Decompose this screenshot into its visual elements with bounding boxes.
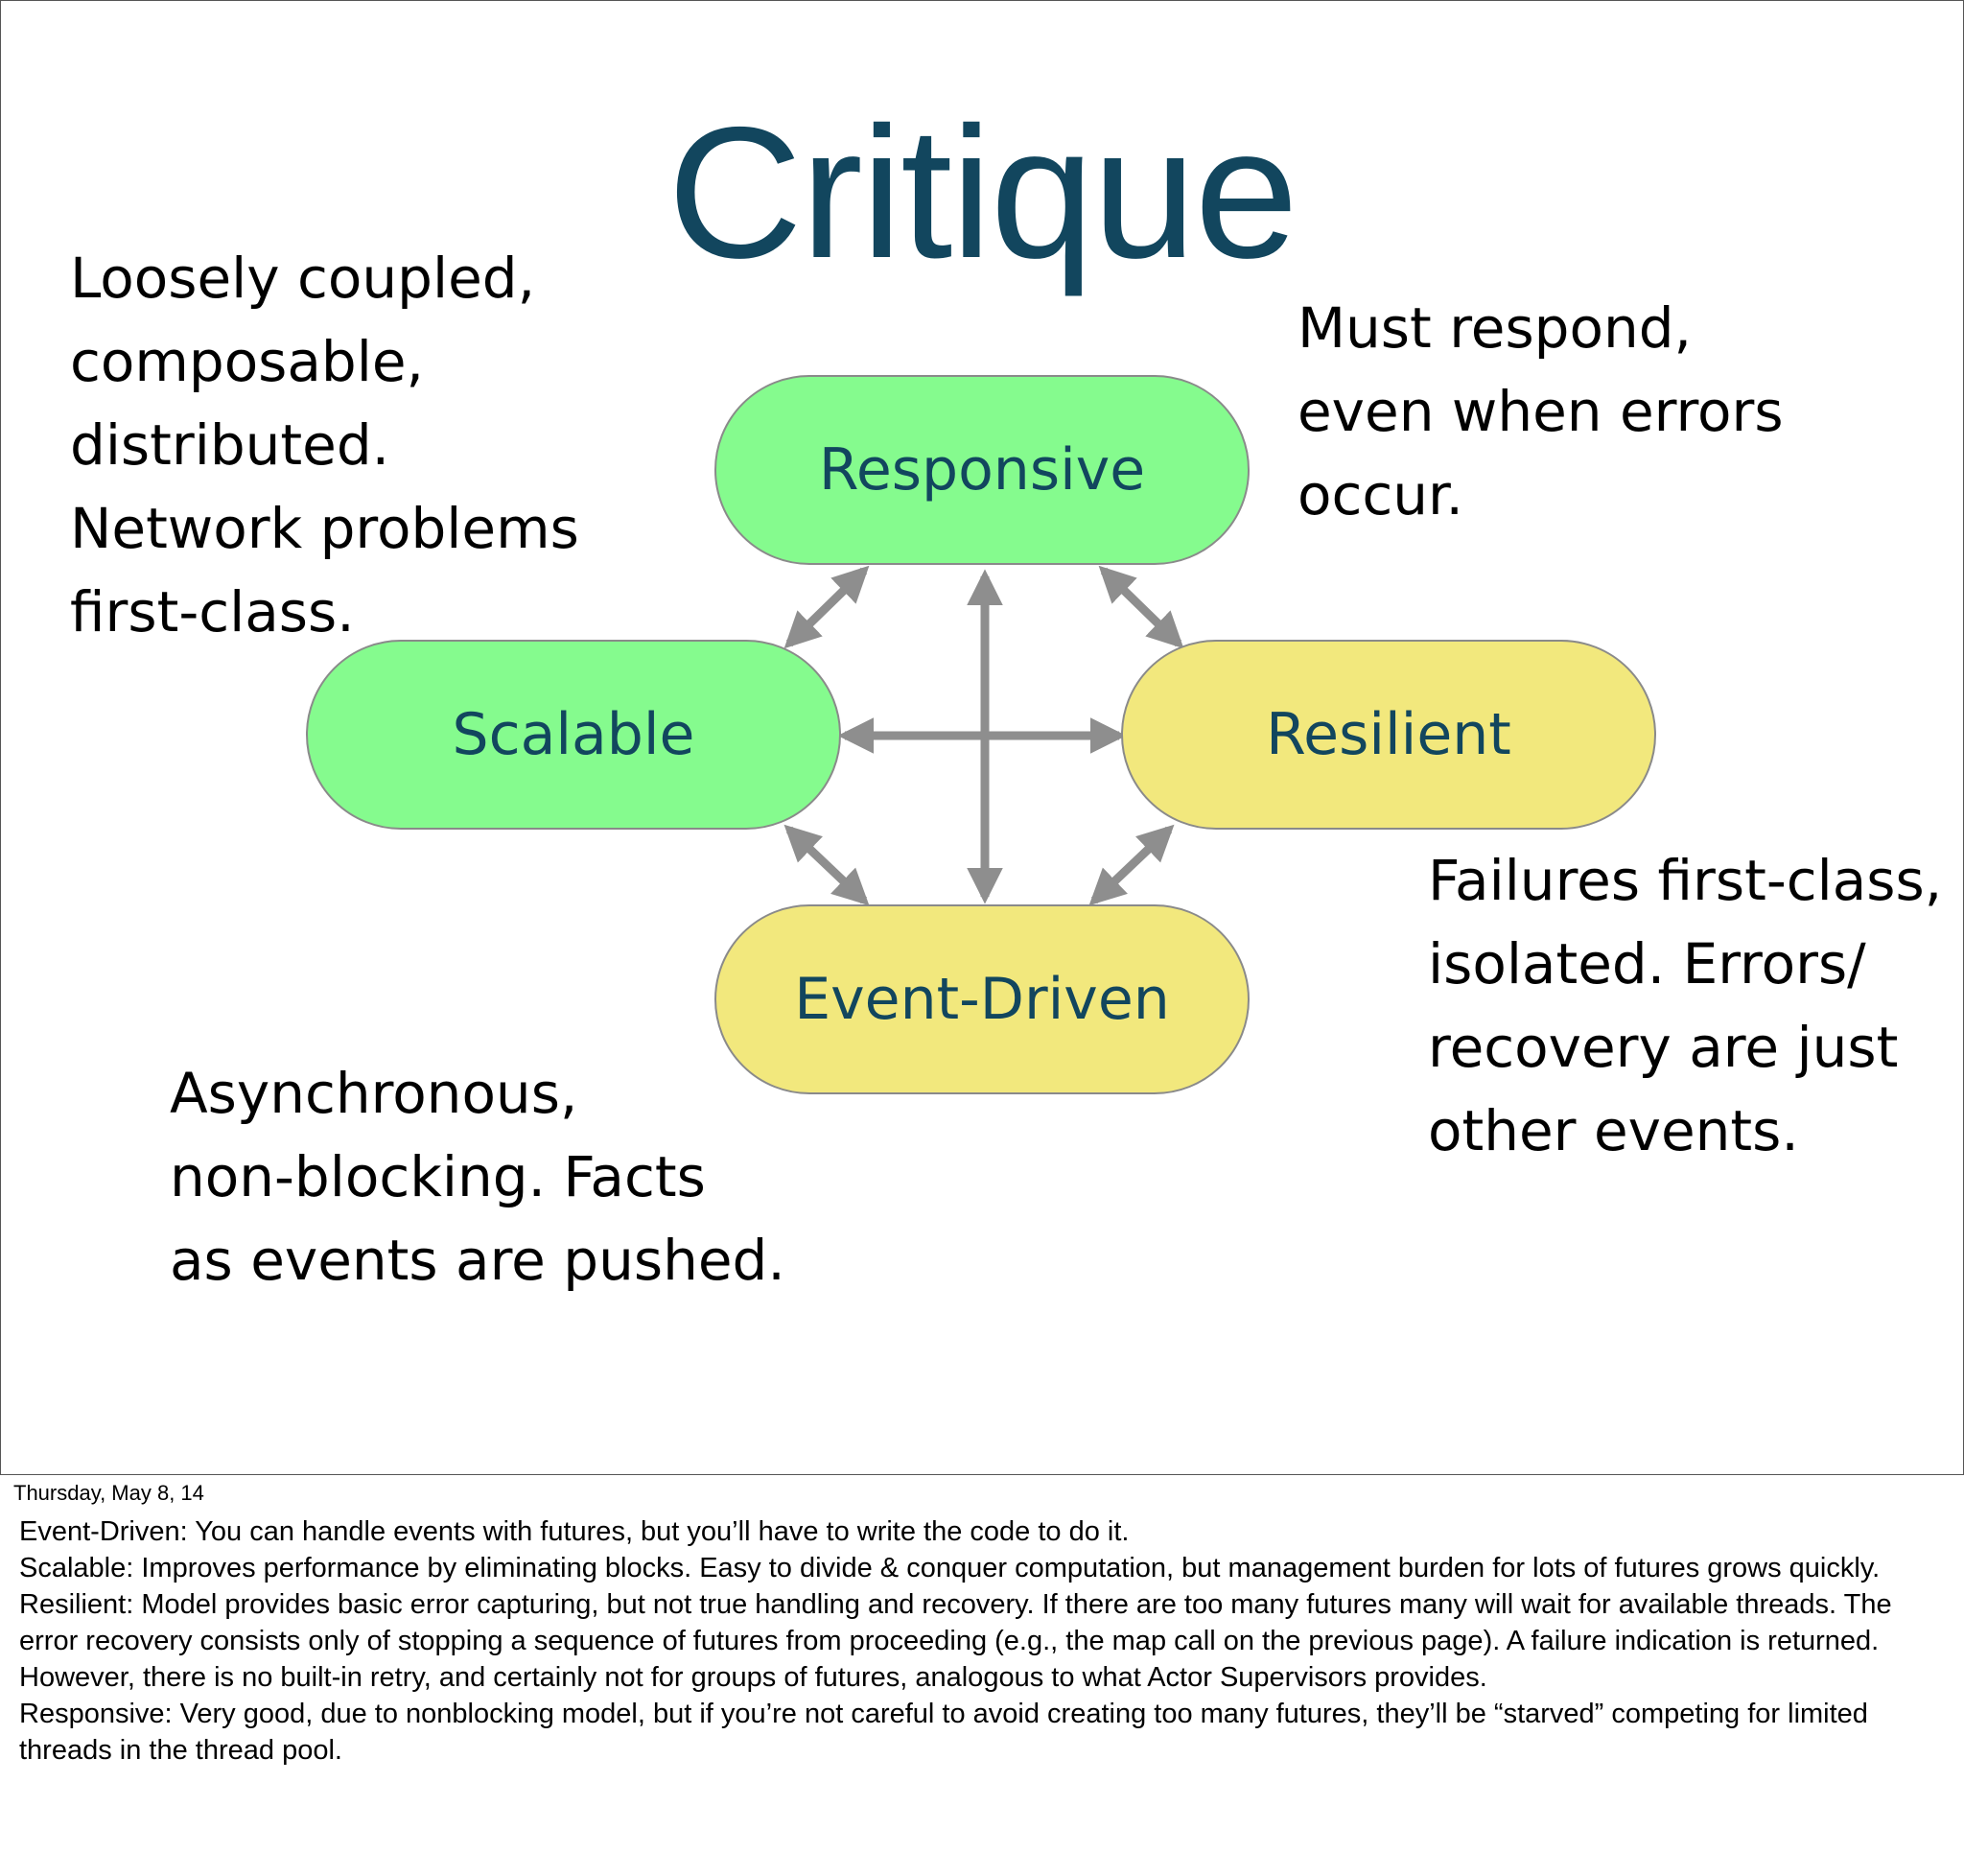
slide: Critique Loosely coupled, composable, di… — [0, 0, 1964, 1475]
node-event-driven-label: Event-Driven — [794, 966, 1170, 1033]
slide-title: Critique — [667, 88, 1298, 297]
node-scalable-label: Scalable — [452, 701, 695, 768]
speaker-notes-panel: Thursday, May 8, 14 Event-Driven: You ca… — [0, 1475, 1964, 1876]
note-paragraph-scalable: Scalable: Improves performance by elimin… — [19, 1553, 1881, 1583]
speaker-notes: Event-Driven: You can handle events with… — [19, 1513, 1947, 1769]
arrow-responsive-resilient — [1098, 565, 1184, 649]
note-bottom-left: Asynchronous, non-blocking. Facts as eve… — [170, 1061, 785, 1293]
arrow-scalable-event-driven — [783, 824, 870, 906]
note-paragraph-resilient: Resilient: Model provides basic error ca… — [19, 1589, 1892, 1693]
note-top-left: Loosely coupled, composable, distributed… — [70, 246, 579, 645]
slide-date: Thursday, May 8, 14 — [13, 1481, 204, 1505]
node-resilient-label: Resilient — [1266, 701, 1511, 768]
node-responsive: Responsive — [714, 375, 1250, 565]
note-bottom-right: Failures first-class, isolated. Errors/ … — [1428, 848, 1943, 1163]
note-top-right: Must respond, even when errors occur. — [1298, 295, 1784, 528]
arrow-responsive-scalable — [783, 565, 870, 649]
note-paragraph-event-driven: Event-Driven: You can handle events with… — [19, 1516, 1130, 1547]
node-scalable: Scalable — [306, 640, 841, 830]
arrow-resilient-event-driven — [1088, 824, 1175, 906]
node-event-driven: Event-Driven — [714, 904, 1250, 1094]
note-paragraph-responsive: Responsive: Very good, due to nonblockin… — [19, 1699, 1868, 1766]
node-responsive-label: Responsive — [818, 436, 1146, 504]
node-resilient: Resilient — [1121, 640, 1656, 830]
connector-arrows — [783, 565, 1184, 906]
